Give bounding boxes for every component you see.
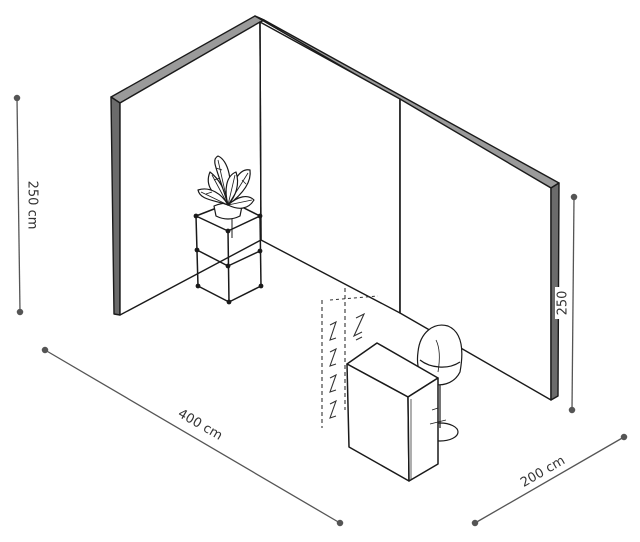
dimension-dot [568,406,576,414]
dimension-dot [13,94,21,102]
depth-label: 200 cm [516,452,570,492]
height-left-label: 250 cm [24,179,40,231]
left-wall [119,21,262,316]
left-wall-edge [110,96,121,316]
height-left-text: 250 cm [25,181,40,230]
dimension-dot [41,346,49,354]
dimension-dot [16,308,24,316]
dimension-lines [13,94,628,527]
height-right-label: 250 [555,287,571,319]
width-label: 400 cm [173,405,227,445]
height-left-dimension-line [16,97,21,313]
potted-plant [197,155,255,220]
height-right-text: 250 [556,291,571,316]
width-text: 400 cm [175,406,225,443]
back-wall-panel-1 [259,21,401,314]
depth-dimension-line [474,436,625,524]
counter [346,342,447,482]
counter-side [407,377,439,482]
dimension-dot [570,193,578,201]
booth-walls [110,15,560,401]
brochure-rack [321,288,379,428]
dimension-dot [336,519,344,527]
height-right-dimension-line [571,196,575,411]
dimension-dot [471,519,479,527]
depth-text: 200 cm [518,453,568,490]
dimension-dot [620,433,628,441]
width-dimension-line [44,349,341,524]
